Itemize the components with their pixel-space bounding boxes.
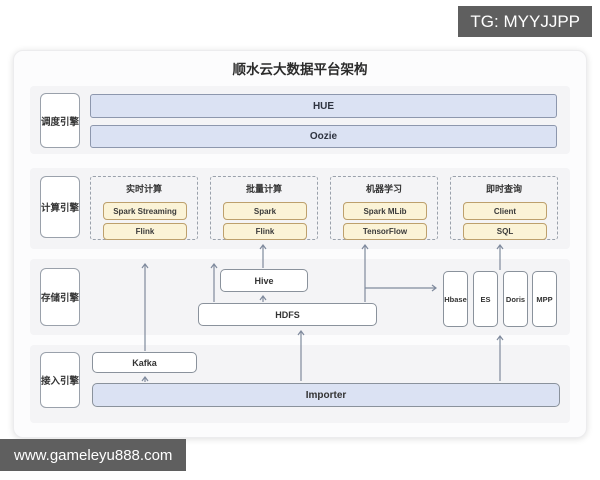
row-label-scheduling: 调度引擎 [40,93,80,148]
node-hbase: Hbase [443,271,468,327]
group-title: 批量计算 [245,184,282,194]
watermark-site-url: www.gameleyu888.com [0,439,187,471]
node-tensorflow: TensorFlow [343,223,427,240]
node-hive: Hive [220,269,308,292]
node-mpp: MPP [532,271,557,327]
node-client: Client [463,202,547,220]
diagram-title: 顺水云大数据平台架构 [232,62,368,77]
node-sql: SQL [463,223,547,240]
group-realtime-compute: 实时计算 Spark Streaming Flink [90,176,198,240]
node-es: ES [473,271,498,327]
row-label-compute: 计算引擎 [40,176,80,238]
node-kafka: Kafka [92,352,197,373]
row-label-ingestion: 接入引擎 [40,352,80,408]
node-spark-streaming: Spark Streaming [103,202,187,220]
node-flink-batch: Flink [223,223,307,240]
group-title: 机器学习 [365,184,402,194]
group-title: 即时查询 [485,184,522,194]
node-spark: Spark [223,202,307,220]
group-adhoc-query: 即时查询 Client SQL [450,176,558,240]
node-importer: Importer [92,383,560,407]
group-title: 实时计算 [125,184,162,194]
node-doris: Doris [503,271,528,327]
node-oozie: Oozie [90,125,557,148]
node-flink-rt: Flink [103,223,187,240]
row-label-storage: 存储引擎 [40,268,80,326]
group-machine-learning: 机器学习 Spark MLib TensorFlow [330,176,438,240]
watermark-telegram: TG: MYYJJPP [458,6,592,37]
node-spark-mlib: Spark MLib [343,202,427,220]
group-batch-compute: 批量计算 Spark Flink [210,176,318,240]
node-hdfs: HDFS [198,303,377,326]
node-hue: HUE [90,94,557,118]
